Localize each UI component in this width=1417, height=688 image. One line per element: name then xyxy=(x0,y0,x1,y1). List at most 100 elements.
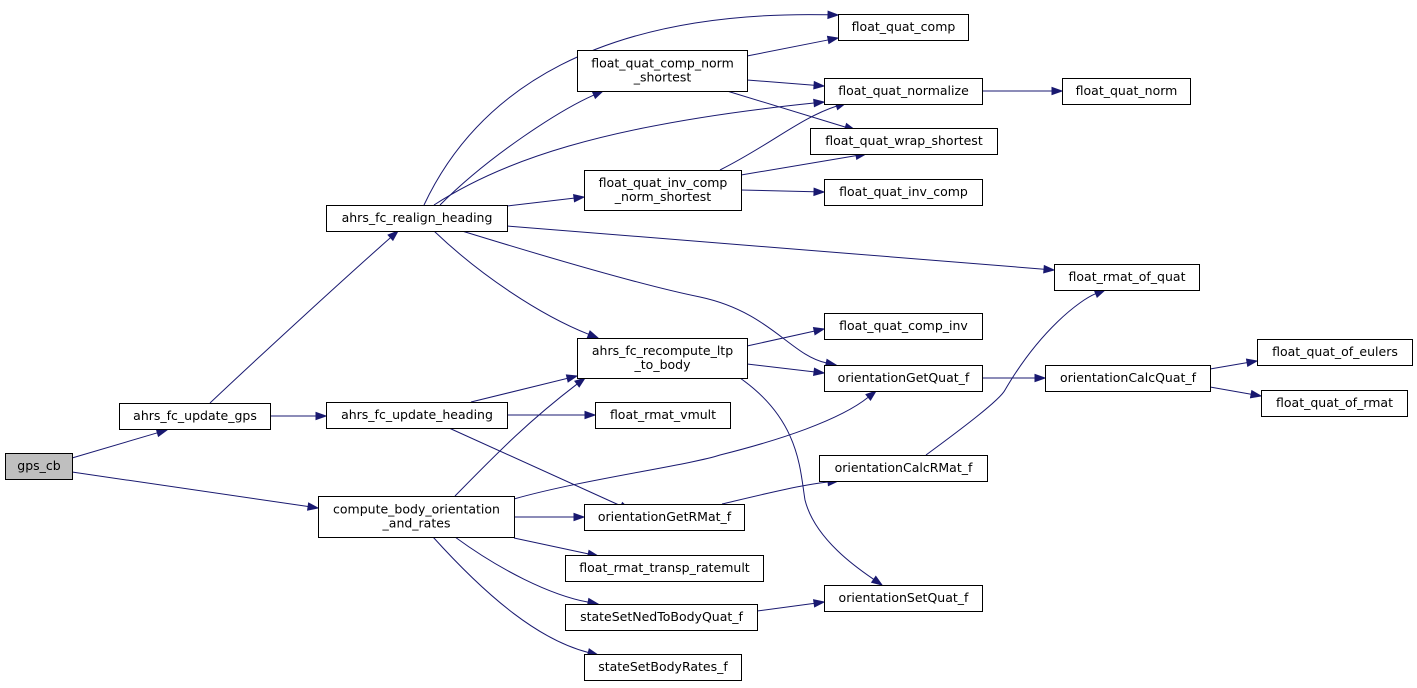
edge-gps_cb-to-compute_body xyxy=(71,471,320,511)
edge-compute_body-to-float_rmat_transp_ratemult xyxy=(513,537,600,558)
node-ahrs_fc_recompute_ltp_to_body[interactable]: ahrs_fc_recompute_ltp_to_body xyxy=(577,338,748,379)
node-float_rmat_of_quat[interactable]: float_rmat_of_quat xyxy=(1054,264,1200,291)
arrowhead-icon xyxy=(1249,389,1263,399)
node-label: ahrs_fc_realign_heading xyxy=(342,210,493,225)
edge-line xyxy=(433,230,589,335)
node-box[interactable] xyxy=(1054,264,1200,291)
node-box[interactable] xyxy=(318,496,515,538)
node-box[interactable] xyxy=(577,338,748,379)
arrowhead-icon xyxy=(813,80,826,90)
node-orientationSetQuat_f[interactable]: orientationSetQuat_f xyxy=(824,585,983,612)
node-box[interactable] xyxy=(819,455,988,482)
node-ahrs_fc_update_gps[interactable]: ahrs_fc_update_gps xyxy=(119,403,271,430)
edge-ahrs_fc_update_gps-to-ahrs_fc_update_heading xyxy=(270,411,328,421)
node-label: _to_body xyxy=(634,357,692,372)
node-float_quat_normalize[interactable]: float_quat_normalize xyxy=(824,78,983,105)
edge-ahrs_fc_update_gps-to-ahrs_fc_realign_heading xyxy=(209,230,400,404)
nodes-layer: gps_cb ahrs_fc_update_gps compute_body_ori… xyxy=(5,14,1413,681)
edge-line xyxy=(432,536,589,653)
node-box[interactable] xyxy=(5,453,73,480)
edge-float_quat_comp_norm_shortest-to-float_quat_normalize xyxy=(746,79,826,90)
node-box[interactable] xyxy=(326,205,508,232)
node-box[interactable] xyxy=(838,14,969,41)
node-box[interactable] xyxy=(584,504,745,531)
node-float_quat_wrap_shortest[interactable]: float_quat_wrap_shortest xyxy=(810,128,998,155)
edge-line xyxy=(726,90,846,128)
node-float_quat_inv_comp_norm_shortest[interactable]: float_quat_inv_comp_norm_shortest xyxy=(584,170,742,211)
edge-float_quat_inv_comp_norm_shortest-to-float_quat_inv_comp xyxy=(740,187,826,197)
edge-line xyxy=(439,94,595,206)
arrowhead-icon xyxy=(812,327,826,336)
node-stateSetBodyRates_f[interactable]: stateSetBodyRates_f xyxy=(584,654,742,681)
node-float_quat_of_eulers[interactable]: float_quat_of_eulers xyxy=(1257,339,1413,366)
node-box[interactable] xyxy=(119,403,271,430)
node-label: _and_rates xyxy=(382,516,451,531)
node-compute_body[interactable]: compute_body_orientation_and_rates xyxy=(318,496,515,538)
edge-line xyxy=(740,155,857,176)
node-label: orientationCalcQuat_f xyxy=(1060,370,1197,385)
edge-float_quat_normalize-to-float_quat_norm xyxy=(982,86,1064,96)
edges-layer xyxy=(71,10,1263,657)
node-label: float_rmat_vmult xyxy=(610,407,716,422)
node-box[interactable] xyxy=(824,179,983,206)
node-gps_cb[interactable]: gps_cb xyxy=(5,453,73,480)
node-float_quat_comp_inv[interactable]: float_quat_comp_inv xyxy=(824,313,983,340)
arrowhead-icon xyxy=(1051,86,1064,96)
node-box[interactable] xyxy=(1261,390,1408,417)
arrowhead-icon xyxy=(827,10,840,20)
edge-line xyxy=(746,330,815,347)
node-float_quat_inv_comp[interactable]: float_quat_inv_comp xyxy=(824,179,983,206)
edge-line xyxy=(209,237,391,404)
node-box[interactable] xyxy=(577,50,748,92)
node-label: float_quat_comp_norm xyxy=(591,56,734,71)
node-box[interactable] xyxy=(1045,365,1211,392)
node-orientationCalcRMat_f[interactable]: orientationCalcRMat_f xyxy=(819,455,988,482)
node-label: compute_body_orientation xyxy=(333,502,500,517)
node-label: ahrs_fc_update_heading xyxy=(341,407,493,422)
node-label: float_quat_comp_inv xyxy=(839,318,968,333)
node-ahrs_fc_update_heading[interactable]: ahrs_fc_update_heading xyxy=(326,402,508,429)
node-float_quat_comp_norm_shortest[interactable]: float_quat_comp_norm_shortest xyxy=(577,50,748,92)
arrowhead-icon xyxy=(565,374,579,383)
edge-line xyxy=(454,536,589,603)
node-label: orientationSetQuat_f xyxy=(839,590,969,605)
node-box[interactable] xyxy=(824,585,983,612)
node-box[interactable] xyxy=(824,365,983,392)
arrowhead-icon xyxy=(1245,358,1259,367)
arrowhead-icon xyxy=(574,377,587,388)
node-box[interactable] xyxy=(595,402,731,429)
node-float_rmat_vmult[interactable]: float_rmat_vmult xyxy=(595,402,731,429)
node-box[interactable] xyxy=(584,654,742,681)
edge-ahrs_fc_realign_heading-to-float_quat_comp xyxy=(423,10,840,206)
node-box[interactable] xyxy=(1257,339,1413,366)
node-ahrs_fc_realign_heading[interactable]: ahrs_fc_realign_heading xyxy=(326,205,508,232)
node-box[interactable] xyxy=(565,555,764,582)
node-box[interactable] xyxy=(810,128,998,155)
node-float_rmat_transp_ratemult[interactable]: float_rmat_transp_ratemult xyxy=(565,555,764,582)
edge-ahrs_fc_recompute_ltp_to_body-to-orientationGetQuat_f xyxy=(746,363,826,377)
node-label: orientationCalcRMat_f xyxy=(835,460,973,475)
node-box[interactable] xyxy=(824,78,983,105)
edge-orientationCalcQuat_f-to-float_quat_of_eulers xyxy=(1209,358,1259,370)
edge-line xyxy=(71,471,309,508)
node-stateSetNedToBodyQuat_f[interactable]: stateSetNedToBodyQuat_f xyxy=(565,604,758,631)
node-box[interactable] xyxy=(584,170,742,211)
node-orientationGetQuat_f[interactable]: orientationGetQuat_f xyxy=(824,365,983,392)
edge-line xyxy=(461,230,827,364)
arrowhead-icon xyxy=(586,330,600,339)
edge-compute_body-to-stateSetBodyRates_f xyxy=(432,536,600,657)
edge-line xyxy=(433,102,815,206)
node-orientationCalcQuat_f[interactable]: orientationCalcQuat_f xyxy=(1045,365,1211,392)
node-float_quat_norm[interactable]: float_quat_norm xyxy=(1062,78,1191,105)
node-label: _shortest xyxy=(633,70,692,85)
node-float_quat_comp[interactable]: float_quat_comp xyxy=(838,14,969,41)
node-float_quat_of_rmat[interactable]: float_quat_of_rmat xyxy=(1261,390,1408,417)
arrowhead-icon xyxy=(813,599,826,608)
node-orientationGetRMat_f[interactable]: orientationGetRMat_f xyxy=(584,504,745,531)
node-box[interactable] xyxy=(1062,78,1191,105)
node-box[interactable] xyxy=(824,313,983,340)
node-box[interactable] xyxy=(326,402,508,429)
node-box[interactable] xyxy=(565,604,758,631)
edge-float_quat_inv_comp_norm_shortest-to-float_quat_wrap_shortest xyxy=(740,151,868,176)
